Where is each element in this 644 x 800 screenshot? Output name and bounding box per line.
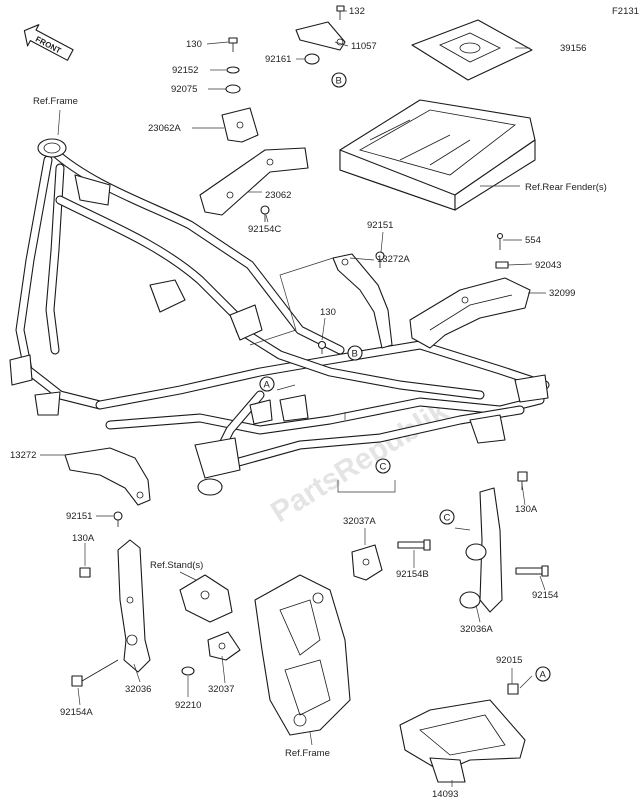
ref-frame-top: Ref.Frame <box>33 96 78 107</box>
part-92152: 92152 <box>172 65 198 76</box>
marker-b-frame: B <box>347 345 363 361</box>
bracket-32037A <box>351 544 383 581</box>
part-13272A: 13272A <box>377 254 410 265</box>
tail-bracket-32099 <box>409 277 531 349</box>
marker-a-cover: A <box>535 666 551 682</box>
part-92151-top: 92151 <box>367 220 393 231</box>
collar-92075 <box>225 84 241 94</box>
marker-a-frame: A <box>259 376 275 392</box>
marker-c-frame: C <box>375 458 391 474</box>
lower-frame-crossmember <box>254 574 351 736</box>
bolt-130A-left <box>79 567 91 578</box>
part-92154C: 92154C <box>248 224 281 235</box>
bracket-11057 <box>295 21 346 51</box>
part-32036A: 32036A <box>460 624 493 635</box>
bolt-92154A <box>71 659 119 687</box>
pad-39156 <box>411 19 533 81</box>
clamp-92043 <box>495 261 509 269</box>
part-92154: 92154 <box>532 590 558 601</box>
bolt-92151-low <box>113 511 123 527</box>
part-92151-low: 92151 <box>66 511 92 522</box>
part-11057: 11057 <box>351 41 377 52</box>
bolt-130-mid <box>317 340 327 354</box>
bracket-13272A <box>332 253 393 349</box>
part-32037A: 32037A <box>343 516 376 527</box>
stand-bracket <box>179 574 233 623</box>
part-92154A: 92154A <box>60 707 93 718</box>
grommet-92161 <box>304 53 320 65</box>
marker-b-top: B <box>331 72 347 88</box>
part-554: 554 <box>525 235 541 246</box>
part-92161: 92161 <box>265 54 291 65</box>
ref-rear-fender: Ref.Rear Fender(s) <box>525 182 607 193</box>
part-130-mid: 130 <box>320 307 336 318</box>
main-frame <box>9 138 550 496</box>
bolt-92154C <box>260 205 270 222</box>
bolt-92154B <box>397 539 431 551</box>
part-92075: 92075 <box>171 84 197 95</box>
marker-c-bracket: C <box>439 509 455 525</box>
part-23062A: 23062A <box>148 123 181 134</box>
part-130A-left: 130A <box>72 533 95 544</box>
bracket-32036 <box>117 539 151 673</box>
figure-code: F2131 <box>612 6 639 17</box>
ref-stand: Ref.Stand(s) <box>150 560 203 571</box>
part-32099: 32099 <box>549 288 575 299</box>
part-92154B: 92154B <box>396 569 429 580</box>
part-14093: 14093 <box>432 789 458 800</box>
part-130A-right: 130A <box>515 504 538 515</box>
bolt-92151-top <box>375 251 385 268</box>
washer-92152 <box>226 66 240 74</box>
bracket-32037 <box>207 631 241 661</box>
marker-a-frame-label: A <box>264 380 271 391</box>
part-32036: 32036 <box>125 684 151 695</box>
bolt-130-top <box>228 37 238 52</box>
clip-554 <box>496 232 504 250</box>
part-92210: 92210 <box>175 700 201 711</box>
part-92015: 92015 <box>496 655 522 666</box>
marker-c-bracket-label: C <box>444 513 451 524</box>
bolt-92154 <box>515 565 549 577</box>
bracket-23062A <box>221 107 259 143</box>
ref-frame-bottom: Ref.Frame <box>285 748 330 759</box>
bracket-23062 <box>199 147 309 216</box>
front-arrow-badge: FRONT <box>23 24 74 61</box>
bracket-32036A <box>459 487 503 613</box>
part-130-top: 130 <box>186 39 202 50</box>
bolt-132 <box>336 5 345 20</box>
part-23062: 23062 <box>265 190 291 201</box>
marker-c-frame-label: C <box>380 462 387 473</box>
spacer-92015 <box>507 683 519 695</box>
part-13272: 13272 <box>10 450 36 461</box>
part-32037: 32037 <box>208 684 234 695</box>
marker-a-cover-label: A <box>540 670 547 681</box>
marker-b-top-label: B <box>336 76 342 87</box>
bracket-13272 <box>64 447 151 506</box>
part-92043: 92043 <box>535 260 561 271</box>
part-39156: 39156 <box>560 43 586 54</box>
part-132: 132 <box>349 6 365 17</box>
nut-92210 <box>181 666 195 676</box>
leader-lines <box>40 10 546 787</box>
marker-b-frame-label: B <box>352 349 358 360</box>
battery-case <box>339 99 536 211</box>
cover-14093 <box>399 699 526 783</box>
